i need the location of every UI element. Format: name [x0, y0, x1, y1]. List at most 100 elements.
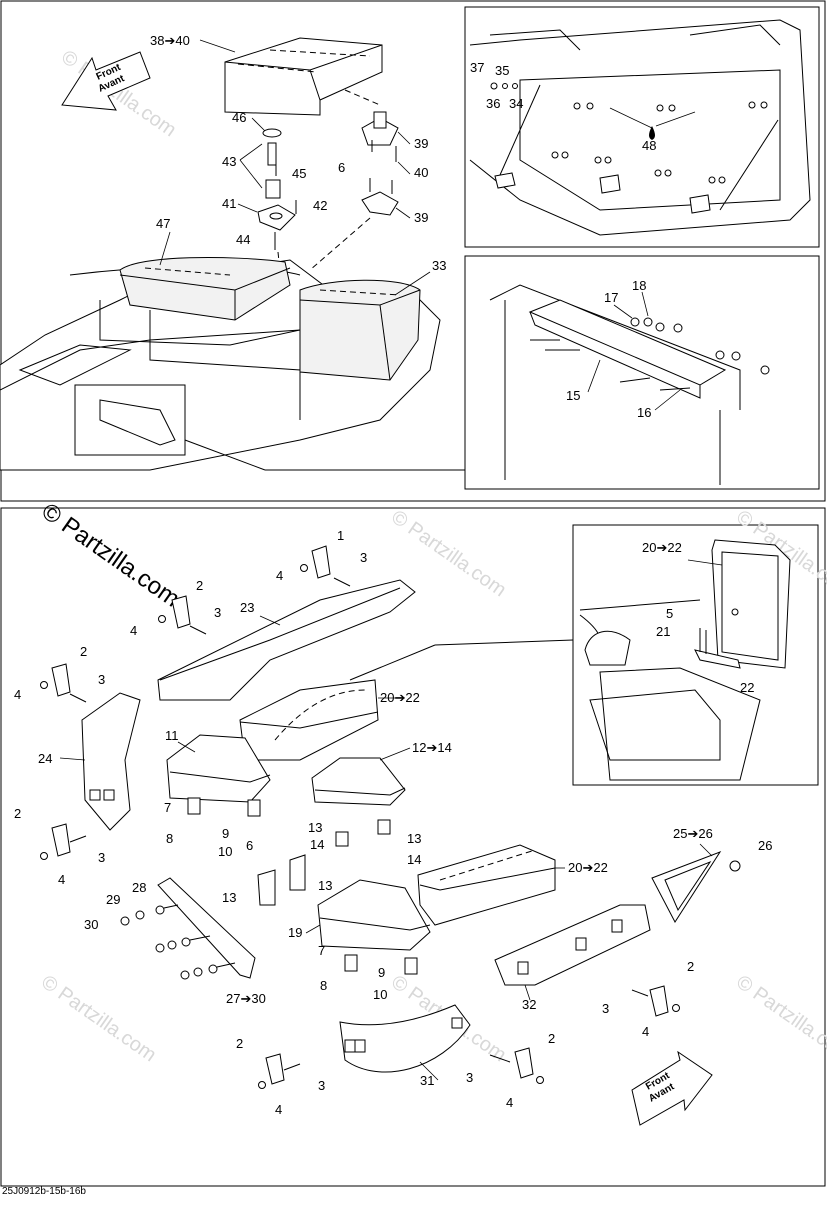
svg-text:46: 46 — [232, 110, 246, 125]
cushion-20-22-lower — [417, 844, 556, 926]
seat-11 — [166, 734, 271, 817]
clip-hardware — [40, 545, 680, 1089]
svg-text:43: 43 — [222, 154, 236, 169]
svg-text:4: 4 — [506, 1095, 513, 1110]
cushion-20-22-upper — [239, 679, 379, 761]
svg-text:39: 39 — [414, 210, 428, 225]
brackets-13 — [257, 854, 306, 906]
svg-text:42: 42 — [313, 198, 327, 213]
svg-text:2: 2 — [196, 578, 203, 593]
svg-text:6: 6 — [246, 838, 253, 853]
svg-text:12➔14: 12➔14 — [412, 740, 452, 755]
panel-32 — [494, 904, 651, 986]
svg-text:14: 14 — [407, 852, 421, 867]
svg-text:33: 33 — [432, 258, 446, 273]
svg-text:20➔22: 20➔22 — [568, 860, 608, 875]
inset-backrest-frame — [572, 524, 819, 786]
top-callout-labels: 38➔40 46 43 45 41 42 44 39 40 6 39 47 33… — [150, 33, 656, 420]
svg-text:35: 35 — [495, 63, 509, 78]
svg-text:13: 13 — [222, 890, 236, 905]
svg-text:4: 4 — [130, 623, 137, 638]
svg-text:3: 3 — [318, 1078, 325, 1093]
svg-text:25➔26: 25➔26 — [673, 826, 713, 841]
svg-text:13: 13 — [318, 878, 332, 893]
rail-hardware — [120, 904, 236, 980]
svg-text:34: 34 — [509, 96, 523, 111]
svg-text:30: 30 — [84, 917, 98, 932]
svg-text:10: 10 — [218, 844, 232, 859]
svg-text:29: 29 — [106, 892, 120, 907]
svg-text:40: 40 — [414, 165, 428, 180]
svg-text:36: 36 — [486, 96, 500, 111]
svg-text:11: 11 — [165, 728, 179, 743]
seat-19 — [317, 879, 431, 975]
svg-text:45: 45 — [292, 166, 306, 181]
svg-text:19: 19 — [288, 925, 302, 940]
svg-text:48: 48 — [642, 138, 656, 153]
svg-text:6: 6 — [338, 160, 345, 175]
svg-text:3: 3 — [466, 1070, 473, 1085]
top-leader-lines — [159, 39, 681, 411]
svg-text:32: 32 — [522, 997, 536, 1012]
svg-text:5: 5 — [666, 606, 673, 621]
svg-text:3: 3 — [602, 1001, 609, 1016]
bracket-25-26 — [651, 850, 741, 923]
svg-text:4: 4 — [642, 1024, 649, 1039]
svg-text:26: 26 — [758, 838, 772, 853]
svg-text:4: 4 — [275, 1102, 282, 1117]
svg-text:18: 18 — [632, 278, 646, 293]
bottom-panel-frame — [0, 507, 826, 1187]
svg-text:2: 2 — [14, 806, 21, 821]
svg-text:2: 2 — [236, 1036, 243, 1051]
svg-text:23: 23 — [240, 600, 254, 615]
guide-line — [344, 89, 381, 106]
svg-text:2: 2 — [687, 959, 694, 974]
inset-storage-frame — [464, 6, 820, 248]
storage-compartment-inset — [469, 19, 811, 236]
svg-text:21: 21 — [656, 624, 670, 639]
backrest-inset — [579, 539, 791, 781]
guide-line — [309, 217, 371, 271]
svg-text:9: 9 — [222, 826, 229, 841]
svg-text:2: 2 — [80, 644, 87, 659]
svg-text:14: 14 — [310, 837, 324, 852]
svg-text:2: 2 — [548, 1031, 555, 1046]
svg-text:20➔22: 20➔22 — [380, 690, 420, 705]
front-arrow-icon: Front Avant — [61, 51, 151, 111]
svg-text:© Partzilla.com: © Partzilla.com — [37, 971, 160, 1066]
svg-text:28: 28 — [132, 880, 146, 895]
svg-text:4: 4 — [276, 568, 283, 583]
svg-text:37: 37 — [470, 60, 484, 75]
svg-text:27➔30: 27➔30 — [226, 991, 266, 1006]
front-arrow-icon-bottom: Front Avant — [631, 1050, 713, 1126]
svg-text:31: 31 — [420, 1073, 434, 1088]
svg-text:22: 22 — [740, 680, 754, 695]
svg-text:17: 17 — [604, 290, 618, 305]
svg-text:1: 1 — [337, 528, 344, 543]
bottom-leader-lines — [59, 559, 723, 1081]
svg-text:38➔40: 38➔40 — [150, 33, 190, 48]
svg-text:13: 13 — [308, 820, 322, 835]
svg-text:4: 4 — [58, 872, 65, 887]
svg-text:20➔22: 20➔22 — [642, 540, 682, 555]
svg-text:8: 8 — [320, 978, 327, 993]
seat-base-hull — [0, 256, 465, 471]
svg-text:8: 8 — [166, 831, 173, 846]
armrest-23 — [157, 579, 416, 701]
svg-text:3: 3 — [214, 605, 221, 620]
receptacle-39 — [361, 111, 399, 216]
latch-hardware-stack — [257, 128, 297, 250]
svg-text:47: 47 — [156, 216, 170, 231]
svg-text:3: 3 — [98, 672, 105, 687]
seat-cushion-38-40 — [224, 37, 383, 116]
svg-text:41: 41 — [222, 196, 236, 211]
side-panel-24 — [81, 692, 141, 831]
rail-27-30 — [157, 877, 256, 979]
bracket-inset — [489, 284, 770, 485]
svg-text:7: 7 — [318, 943, 325, 958]
svg-text:9: 9 — [378, 965, 385, 980]
svg-text:39: 39 — [414, 136, 428, 151]
svg-text:13: 13 — [407, 831, 421, 846]
sealant-drop-icon — [649, 126, 655, 140]
